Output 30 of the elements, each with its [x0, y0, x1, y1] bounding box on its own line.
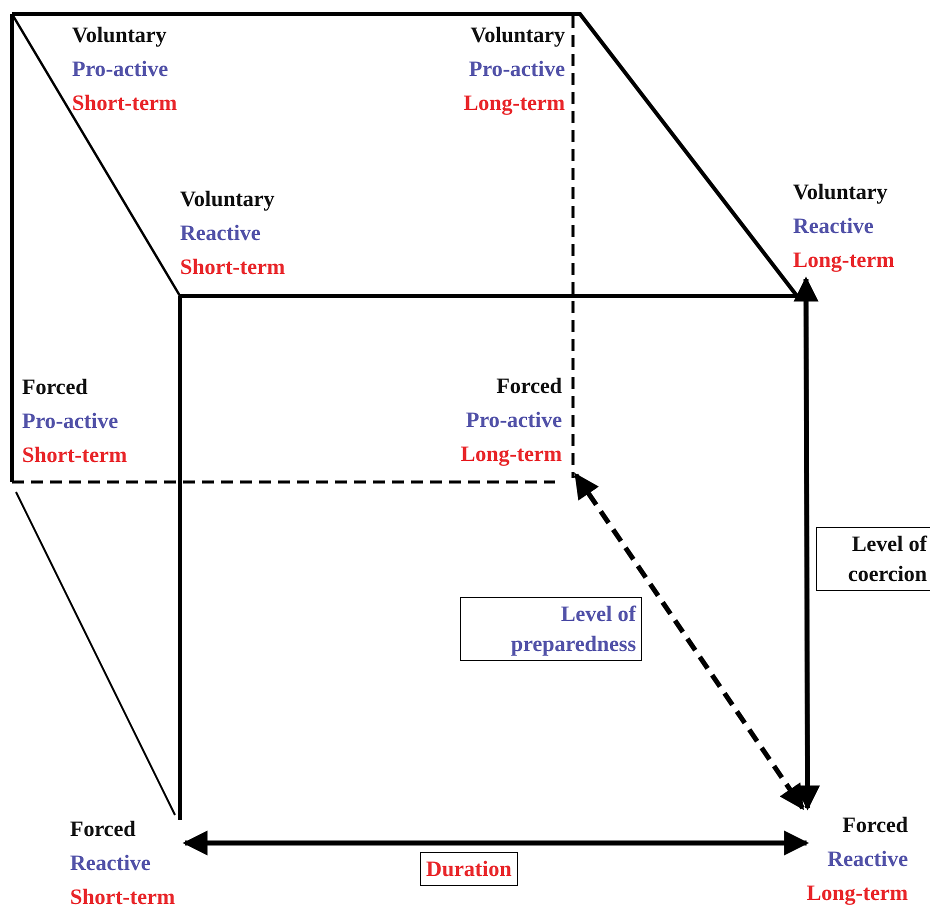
term-label: Forced	[495, 372, 562, 400]
double-arrow	[574, 472, 805, 810]
edge-label: Level of coercion	[816, 527, 930, 591]
term-label: Pro-active	[22, 407, 120, 435]
term-label: Pro-active	[464, 406, 562, 434]
double-arrow	[794, 276, 820, 810]
term-label: Pro-active	[468, 55, 565, 83]
term-label: Pro-active	[72, 55, 170, 83]
term-label: Short-term	[22, 441, 128, 469]
term-label: Short-term	[72, 89, 178, 117]
term-label: Forced	[22, 373, 89, 401]
term-label: Reactive	[826, 845, 908, 873]
term-label: Long-term	[460, 440, 562, 468]
term-label: Short-term	[70, 883, 176, 909]
term-label: Voluntary	[72, 21, 168, 49]
term-label: Short-term	[180, 253, 286, 281]
term-label: Reactive	[180, 219, 262, 247]
term-label: Forced	[841, 811, 908, 839]
edge-label: Level of preparedness	[460, 597, 642, 661]
term-label: Forced	[70, 815, 137, 843]
term-label: Reactive	[70, 849, 152, 877]
term-label: Long-term	[793, 246, 894, 274]
term-label: Voluntary	[469, 21, 565, 49]
term-label: Voluntary	[180, 185, 276, 213]
term-label: Long-term	[464, 89, 565, 117]
double-arrow	[182, 830, 810, 856]
term-label: Reactive	[793, 212, 875, 240]
edge-label: Duration	[420, 852, 518, 886]
term-label: Voluntary	[793, 178, 889, 206]
term-label: Long-term	[806, 879, 908, 907]
